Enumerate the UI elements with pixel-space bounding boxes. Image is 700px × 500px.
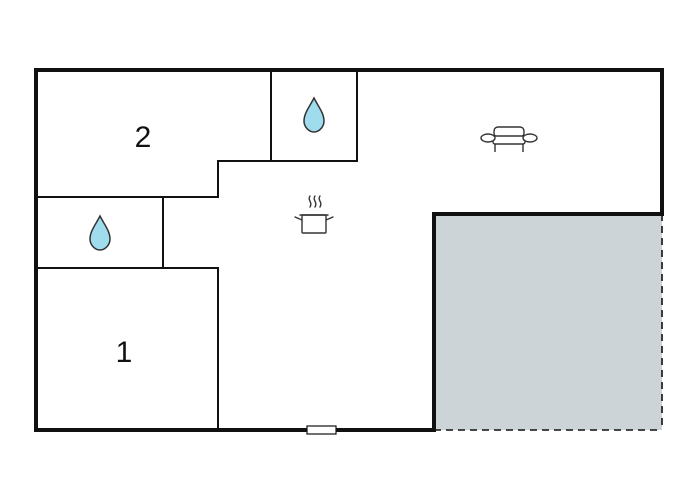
water-drop-icon bbox=[303, 96, 325, 133]
room-label-2: 2 bbox=[135, 121, 152, 154]
cooking-pot-icon bbox=[294, 195, 334, 234]
entrance-door bbox=[306, 425, 337, 435]
room-label-1: 1 bbox=[116, 336, 133, 369]
terrace-area bbox=[434, 214, 662, 430]
water-drop-icon bbox=[89, 214, 111, 251]
sofa-icon bbox=[480, 126, 538, 152]
outer-wall bbox=[34, 68, 664, 432]
interior-walls bbox=[35, 69, 358, 431]
terrace-open-edge bbox=[434, 214, 663, 431]
